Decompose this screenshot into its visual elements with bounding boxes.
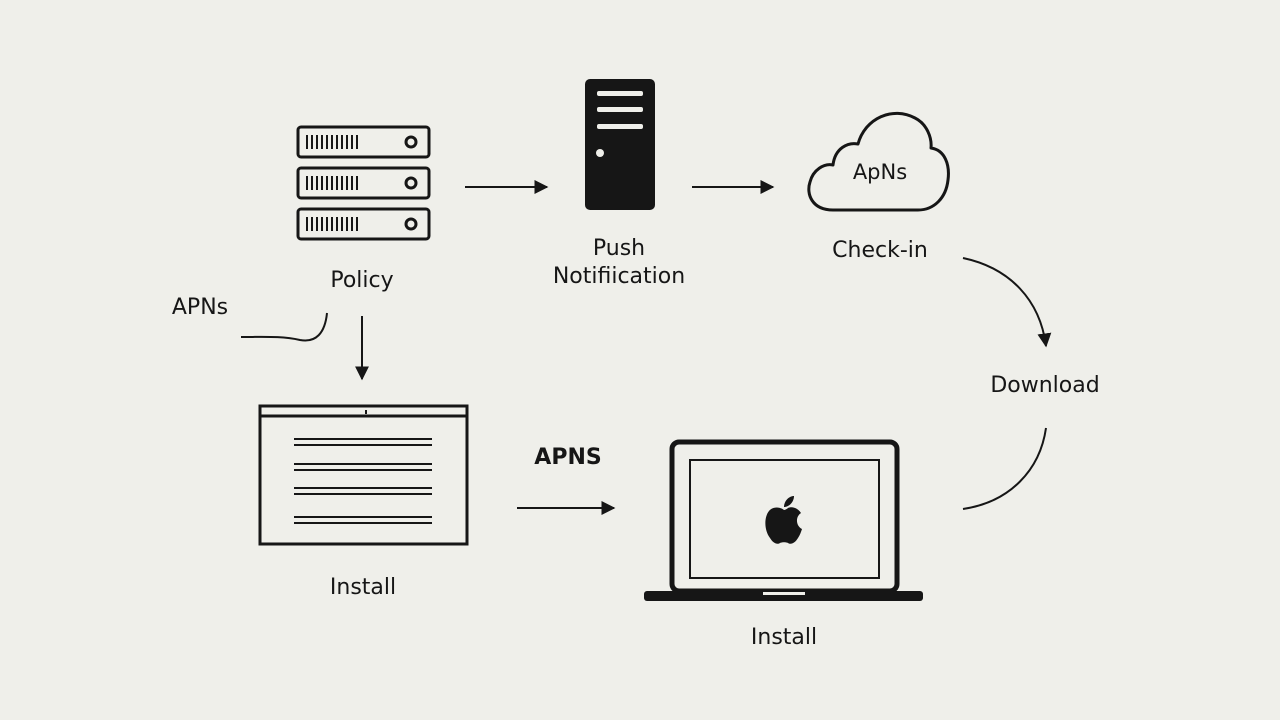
download-label: Download — [990, 373, 1100, 398]
push-label-line2: Notifiication — [552, 264, 686, 289]
connector-download-to-laptop — [962, 427, 1047, 510]
cloud-inner-label: ApNs — [853, 160, 907, 184]
policy-label: Policy — [330, 268, 394, 293]
document-window-icon — [258, 404, 469, 546]
cloud-icon — [807, 111, 950, 212]
arrow-checkin-to-download — [962, 257, 1052, 348]
apns-left-label: APNs — [171, 295, 229, 320]
apple-logo-icon — [765, 496, 802, 544]
apns-bottom-label: APNS — [534, 445, 602, 470]
server-rack-icon — [296, 125, 431, 241]
connector-apns-label — [240, 312, 328, 342]
checkin-label: Check-in — [832, 238, 928, 263]
laptop-apple-icon — [644, 439, 923, 601]
install-right-label: Install — [750, 625, 818, 650]
push-label-line1: Push — [592, 236, 646, 261]
install-left-label: Install — [329, 575, 397, 600]
tower-server-icon — [585, 79, 655, 210]
